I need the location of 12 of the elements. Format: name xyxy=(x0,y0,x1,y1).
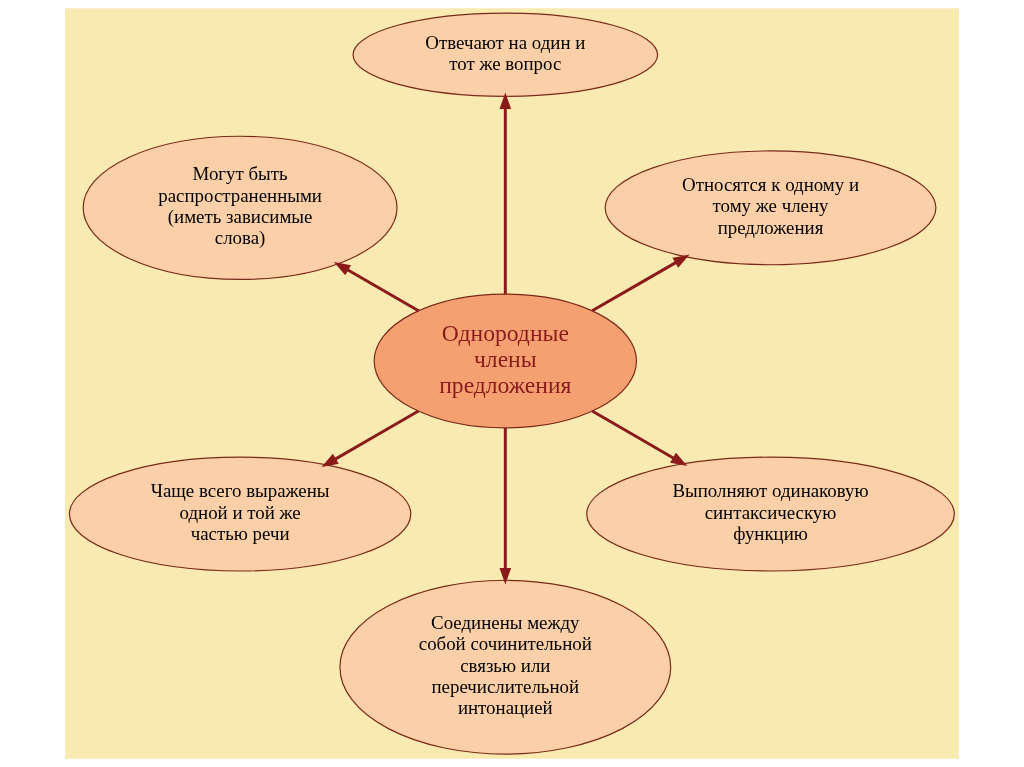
arrow xyxy=(333,261,420,313)
node-ellipse: Отвечают на один и тот же вопрос xyxy=(352,12,659,97)
arrow xyxy=(591,409,688,467)
arrow xyxy=(499,92,512,295)
arrow xyxy=(321,409,420,468)
node-ellipse: Могут быть распространенными (иметь зависимые слова) xyxy=(82,135,398,280)
arrow xyxy=(499,427,512,585)
arrow xyxy=(591,254,690,313)
node-ellipse: Соединены между собой сочинительной связью или перечислительной интонацией xyxy=(339,579,672,755)
node-ellipse: Выполняют одинаковую синтаксическую функцию xyxy=(586,456,955,572)
node-ellipse: Однородные члены предложения xyxy=(373,293,638,429)
node-ellipse: Чаще всего выражены одной и той же частью речи xyxy=(68,456,412,572)
